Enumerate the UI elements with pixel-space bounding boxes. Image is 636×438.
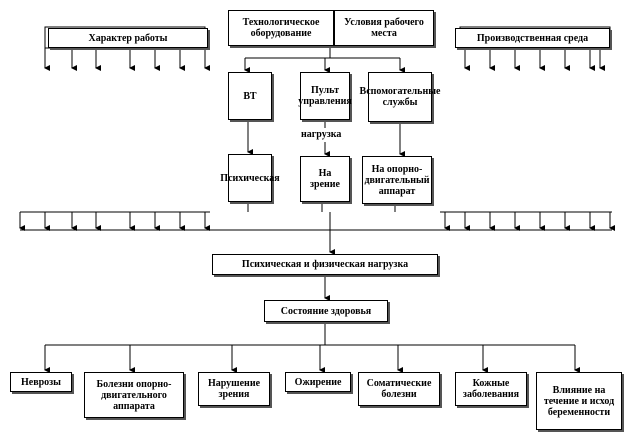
control-panel-label: Пульт управления bbox=[298, 85, 352, 107]
health-state-box: Состояние здоровья bbox=[264, 300, 388, 322]
outcome-obesity-box: Ожирение bbox=[285, 372, 351, 392]
vision-load-label: На зрение bbox=[310, 168, 340, 190]
outcome-skin-label: Кожные заболевания bbox=[462, 378, 520, 400]
production-env-box: Производственная среда bbox=[455, 28, 610, 48]
outcome-skin-box: Кожные заболевания bbox=[455, 372, 527, 406]
outcome-obesity-label: Ожирение bbox=[294, 376, 342, 388]
work-character-label: Характер работы bbox=[88, 32, 168, 44]
outcome-pregnancy-box: Влияние на течение и исход беременности bbox=[536, 372, 622, 430]
production-env-label: Производственная среда bbox=[476, 32, 589, 44]
vt-box: ВТ bbox=[228, 72, 272, 120]
work-character-box: Характер работы bbox=[48, 28, 208, 48]
vt-label: ВТ bbox=[243, 90, 257, 102]
workplace-conditions-label: Условия рабочего места bbox=[344, 17, 424, 39]
auxiliary-services-box: Вспомогательные службы bbox=[360, 72, 440, 122]
equipment-label: Технологическое оборудование bbox=[242, 17, 320, 39]
outcome-vision-box: Нарушение зрения bbox=[198, 372, 270, 406]
control-panel-box: Пульт управления bbox=[298, 72, 352, 120]
vision-load-box: На зрение bbox=[300, 156, 350, 202]
equipment-box: Технологическое оборудование bbox=[228, 10, 334, 46]
combined-load-label: Психическая и физическая нагрузка bbox=[241, 259, 409, 270]
workplace-conditions-box: Условия рабочего места bbox=[334, 10, 434, 46]
load-label: нагрузка bbox=[300, 129, 343, 140]
psychic-load-box: Психическая bbox=[220, 154, 280, 202]
musculoskeletal-load-box: На опорно-двигательный аппарат bbox=[362, 156, 432, 204]
auxiliary-services-label: Вспомогательные службы bbox=[359, 86, 441, 108]
outcome-musculoskeletal-label: Болезни опорно-двигательного аппарата bbox=[96, 378, 172, 412]
combined-load-box: Психическая и физическая нагрузка bbox=[212, 254, 438, 275]
outcome-somatic-label: Соматические болезни bbox=[366, 378, 432, 400]
health-state-label: Состояние здоровья bbox=[280, 305, 372, 317]
outcome-somatic-box: Соматические болезни bbox=[358, 372, 440, 406]
psychic-load-label: Психическая bbox=[220, 172, 280, 184]
outcome-pregnancy-label: Влияние на течение и исход беременности bbox=[543, 384, 615, 418]
outcome-neuroses-label: Неврозы bbox=[20, 376, 61, 388]
outcome-vision-label: Нарушение зрения bbox=[207, 378, 261, 400]
outcome-musculoskeletal-box: Болезни опорно-двигательного аппарата bbox=[84, 372, 184, 418]
outcome-neuroses-box: Неврозы bbox=[10, 372, 72, 392]
musculoskeletal-load-label: На опорно-двигательный аппарат bbox=[364, 163, 430, 197]
